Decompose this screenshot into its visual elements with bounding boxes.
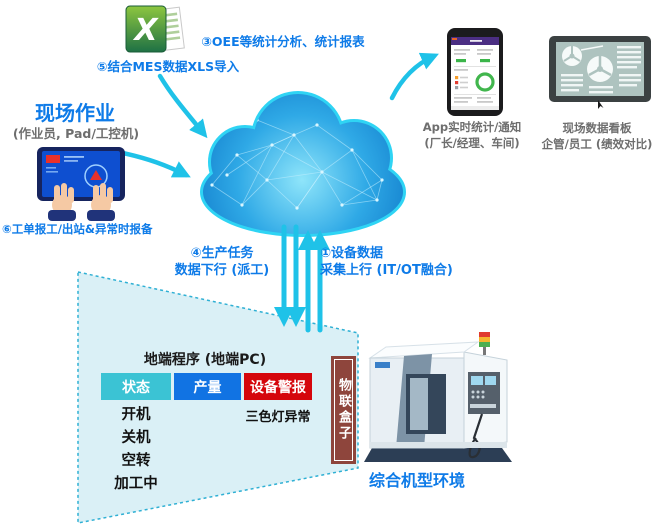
uplink-line1: ①设备数据 (320, 246, 384, 261)
phone-app-icon (447, 28, 503, 116)
app-caption-line1: App实时统计/通知 (422, 120, 522, 134)
excel-import-label: ⑤结合MES数据XLS导入 (96, 59, 240, 74)
header-output: 产量 (174, 373, 241, 400)
cnc-machine-image (364, 332, 512, 462)
iot-box-frame: 物联盒子 (334, 359, 353, 461)
uplink-line2: 采集上行 (IT/OT融合) (320, 263, 453, 278)
excel-x-letter: X (132, 13, 159, 48)
alarm-note: 三色灯异常 (245, 410, 311, 425)
app-caption-line2: (厂长/经理、车间) (424, 136, 520, 150)
status-item: 开机 (121, 407, 151, 423)
board-caption: 现场数据看板 企管/员工 (绩效对比) (542, 120, 653, 152)
arrow-tablet-to-cloud (115, 149, 191, 178)
iot-box: 物联盒子 (331, 356, 356, 464)
header-status: 状态 (101, 373, 171, 400)
header-alarm: 设备警报 (244, 373, 312, 400)
machine-status-list: 开机 关机 空转 加工中 (101, 404, 171, 496)
uplink-label: ①设备数据 采集上行 (IT/OT融合) (320, 245, 453, 279)
downlink-line2: 数据下行 (派工) (174, 263, 270, 278)
cloud-mesh (210, 118, 384, 210)
app-caption: App实时统计/通知 (厂长/经理、车间) (423, 119, 522, 151)
field-operations-subtitle: (作业员, Pad/工控机) (12, 126, 140, 141)
status-item: 空转 (121, 453, 151, 469)
excel-icon: X (125, 5, 185, 53)
oee-analysis-label: ③OEE等统计分析、统计报表 (201, 34, 365, 49)
status-item: 加工中 (114, 476, 158, 492)
board-caption-line2: 企管/员工 (绩效对比) (541, 137, 653, 151)
iot-box-label: 物联盒子 (336, 378, 351, 442)
status-item: 关机 (121, 430, 151, 446)
machine-env-caption: 综合机型环境 (368, 471, 466, 490)
field-operations-title: 现场作业 (35, 101, 115, 125)
tablet-hands-icon (37, 147, 125, 221)
downlink-line1: ④生产任务 (190, 246, 254, 261)
arrow-cloud-to-app (389, 52, 439, 101)
board-caption-line1: 现场数据看板 (562, 121, 632, 135)
edge-program-title: 地端程序 (地端PC) (143, 352, 267, 368)
cursor-icon (598, 100, 604, 109)
downlink-label: ④生产任务 数据下行 (派工) (175, 245, 269, 279)
workorder-report-label: ⑥工单报工/出站&异常时报备 (2, 222, 153, 236)
arrow-excel-to-cloud (157, 73, 208, 139)
cloud-icon (200, 91, 406, 237)
dashboard-screen-icon (549, 36, 651, 109)
